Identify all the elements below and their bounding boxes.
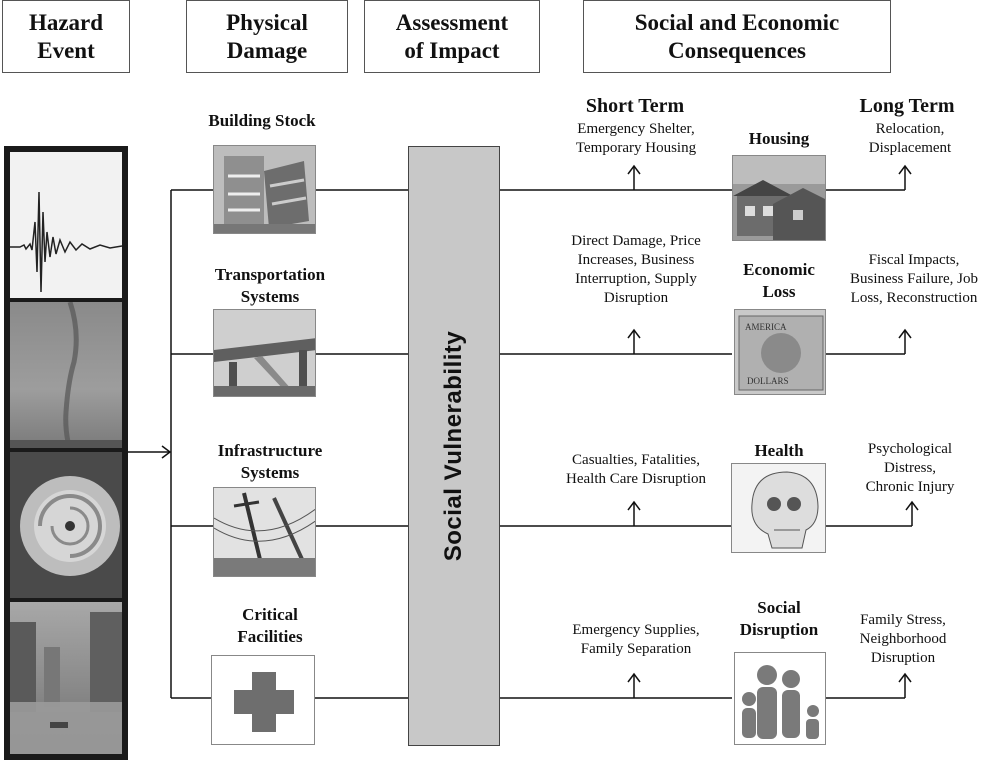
hazard-image-strip	[4, 146, 128, 760]
family-group-icon	[734, 652, 826, 745]
label-building-stock: Building Stock	[208, 111, 316, 130]
social-vulnerability-bar: Social Vulnerability	[408, 146, 500, 746]
svg-text:DOLLARS: DOLLARS	[747, 376, 789, 386]
seismograph-image	[10, 152, 122, 298]
header-assessment-of-impact: Assessment of Impact	[364, 0, 540, 73]
short-term-economic: Direct Damage, Price Increases, Business…	[571, 233, 701, 306]
category-housing: Housing	[748, 129, 810, 148]
short-term-health: Casualties, Fatalities, Health Care Disr…	[566, 452, 706, 487]
building-collapse-image	[213, 145, 316, 234]
long-term-social: Family Stress, Neighborhood Disruption	[859, 612, 947, 666]
category-health: Health	[754, 441, 804, 460]
header-hazard-event: Hazard Event	[2, 0, 130, 73]
short-term-housing: Emergency Shelter, Temporary Housing	[575, 121, 697, 156]
hurricane-image	[10, 452, 122, 598]
anatomical-skull-image	[731, 463, 826, 553]
label-infrastructure-systems: Infrastructure Systems	[217, 441, 323, 482]
category-economic-loss: Economic Loss	[743, 260, 815, 301]
downed-utility-poles-image	[213, 487, 316, 577]
tornado-image	[10, 302, 122, 448]
dollar-bill-image: AMERICA DOLLARS	[734, 309, 826, 395]
housing-image	[732, 155, 826, 241]
short-term-heading: Short Term	[585, 95, 685, 117]
svg-text:AMERICA: AMERICA	[745, 322, 787, 332]
label-critical-facilities: Critical Facilities	[237, 605, 303, 646]
social-vulnerability-label: Social Vulnerability	[440, 330, 467, 562]
long-term-health: Psychological Distress, Chronic Injury	[865, 441, 955, 495]
long-term-housing: Relocation, Displacement	[868, 121, 952, 156]
label-transportation-systems: Transportation Systems	[214, 265, 326, 306]
header-social-economic-consequences: Social and Economic Consequences	[583, 0, 891, 73]
long-term-economic: Fiscal Impacts, Business Failure, Job Lo…	[850, 252, 978, 306]
medical-cross-icon	[211, 655, 315, 745]
long-term-heading: Long Term	[859, 95, 955, 117]
category-social-disruption: Social Disruption	[739, 598, 819, 639]
flood-image	[10, 602, 122, 754]
short-term-social: Emergency Supplies, Family Separation	[572, 622, 700, 657]
header-physical-damage: Physical Damage	[186, 0, 348, 73]
collapsed-overpass-image	[213, 309, 316, 397]
